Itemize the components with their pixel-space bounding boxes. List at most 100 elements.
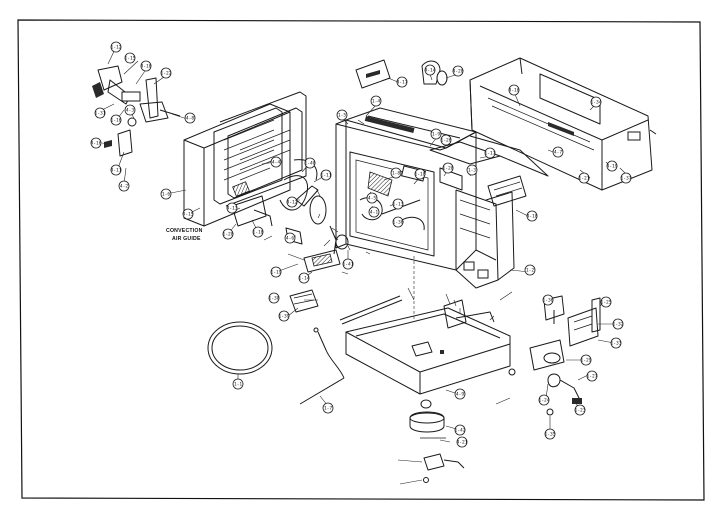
right-bracket-group <box>529 295 601 416</box>
callout-label: 1-23 <box>574 408 585 414</box>
base-plate <box>345 299 516 395</box>
callout: 1-41 <box>342 258 354 270</box>
callout-label: 1-6 <box>162 192 171 198</box>
callout-label: 1-39 <box>278 314 289 320</box>
callout-label: 1-5 <box>338 113 347 119</box>
callout-label: 1-42 <box>454 428 465 434</box>
callout: 1-26 <box>440 134 452 146</box>
callout-label: 1-18 <box>414 172 425 178</box>
callout-label: 1-10 <box>252 230 263 236</box>
callout-label: 1-40 <box>304 161 315 167</box>
callout: 1-37 <box>620 172 632 184</box>
callout: 1-4 <box>370 95 382 107</box>
convection-air-guide-note: CONVECTION AIR GUIDE <box>166 228 203 242</box>
callout-label: 4-21 <box>456 440 467 446</box>
callout: 1-13 <box>392 198 404 210</box>
callout: 1-16 <box>110 114 122 126</box>
callout: 1-29 <box>580 354 592 366</box>
callout: 1-30 <box>392 216 404 228</box>
callout: 4-9 <box>454 388 466 400</box>
callout-label: 1-16 <box>110 118 121 124</box>
callout: 4-11 <box>110 164 122 176</box>
callout: 4-16 <box>508 84 520 96</box>
callout: 1-36 <box>542 294 554 306</box>
callout-label: 1-30 <box>392 220 403 226</box>
callout: 1-39 <box>278 310 290 322</box>
callout: 1-35 <box>544 428 556 440</box>
callout: 1-7 <box>322 402 334 414</box>
callout-label: 1-17 <box>484 151 495 157</box>
callout-label: 4-10 <box>140 64 151 70</box>
bottom-motor-parts <box>409 399 465 483</box>
callout-label: 4-13 <box>226 206 237 212</box>
callout-label: 4-9 <box>456 392 465 398</box>
callout: 4-17 <box>396 76 408 88</box>
callout: 1-22 <box>160 67 172 79</box>
callout: 1-11 <box>320 169 332 181</box>
callout-label: 1-38 <box>268 296 279 302</box>
callout-label: 1-1 <box>234 382 243 388</box>
callout-label: 4-15 <box>182 212 193 218</box>
callout: 1-9 <box>430 128 442 140</box>
oven-cavity <box>335 107 549 289</box>
callout: 4-20 <box>452 65 464 77</box>
callout-label: 4-8 <box>186 116 195 122</box>
callout-label: 1-21 <box>578 176 589 182</box>
leader-lines <box>101 46 629 485</box>
callout-label: 1-12 <box>110 45 121 51</box>
callout-label: 1-35 <box>544 432 555 438</box>
callout: 1-34 <box>590 96 602 108</box>
callout-label: 4-7 <box>554 150 563 156</box>
callout: 4-21 <box>456 436 468 448</box>
callout: 4-1 <box>368 206 380 218</box>
callout: 4-10 <box>140 60 152 72</box>
callout: 1-15 <box>124 52 136 64</box>
callout-label: 1-32 <box>612 322 623 328</box>
callout: 4-18 <box>526 210 538 222</box>
callout: 1-1 <box>232 378 244 390</box>
callout-label: 4-19 <box>606 164 617 170</box>
callout: 1-5 <box>336 109 348 121</box>
callout: 1-10 <box>252 226 264 238</box>
callout: 1-14 <box>298 272 310 284</box>
callout: 4-5 <box>366 192 378 204</box>
callout-label: 1-15 <box>124 56 135 62</box>
drawing-border <box>17 19 705 501</box>
callout-label: 4-3 <box>126 108 135 114</box>
callout-label: 4-5 <box>368 196 377 202</box>
callout: 4-8 <box>184 112 196 124</box>
top-brackets <box>355 59 448 89</box>
callout-label: 1-34 <box>590 100 601 106</box>
callout: 1-33 <box>610 337 622 349</box>
callout: 4-16 <box>90 137 102 149</box>
callout-label: 4-2 <box>120 184 129 190</box>
callout: 4-19 <box>606 160 618 172</box>
callout-label: 1-24 <box>538 398 549 404</box>
callout: 4-2 <box>118 180 130 192</box>
callout: 1-20 <box>442 162 454 174</box>
turntable-parts <box>207 249 403 405</box>
callout: 1-38 <box>268 292 280 304</box>
callout-label: 4-17 <box>396 80 407 86</box>
callout: 1-6 <box>160 188 172 200</box>
callout: 1-32 <box>612 318 624 330</box>
control-panel <box>183 91 307 227</box>
callout: 4-12 <box>286 196 298 208</box>
callout-label: 1-25 <box>600 300 611 306</box>
callout-label: 4-12 <box>286 200 297 206</box>
callout: 1-42 <box>454 424 466 436</box>
callout-label: 1-4 <box>372 99 381 105</box>
callout: 1-12 <box>110 41 122 53</box>
callout: 1-25 <box>600 296 612 308</box>
callout: 1-31 <box>94 107 106 119</box>
callout-label: 1-14 <box>298 276 309 282</box>
callout-label: 1-27 <box>586 374 597 380</box>
callout-labels: 1-12 1-15 4-10 1-22 1-31 1-16 4-3 4-8 4-… <box>90 41 632 448</box>
note-line-1: CONVECTION <box>166 228 203 234</box>
callout: 1-28 <box>222 228 234 240</box>
callout-label: 1-33 <box>610 341 621 347</box>
callout-label: 1-11 <box>320 173 331 179</box>
callout-label: 1-22 <box>160 71 171 77</box>
callout-label: 1-41 <box>342 262 353 268</box>
